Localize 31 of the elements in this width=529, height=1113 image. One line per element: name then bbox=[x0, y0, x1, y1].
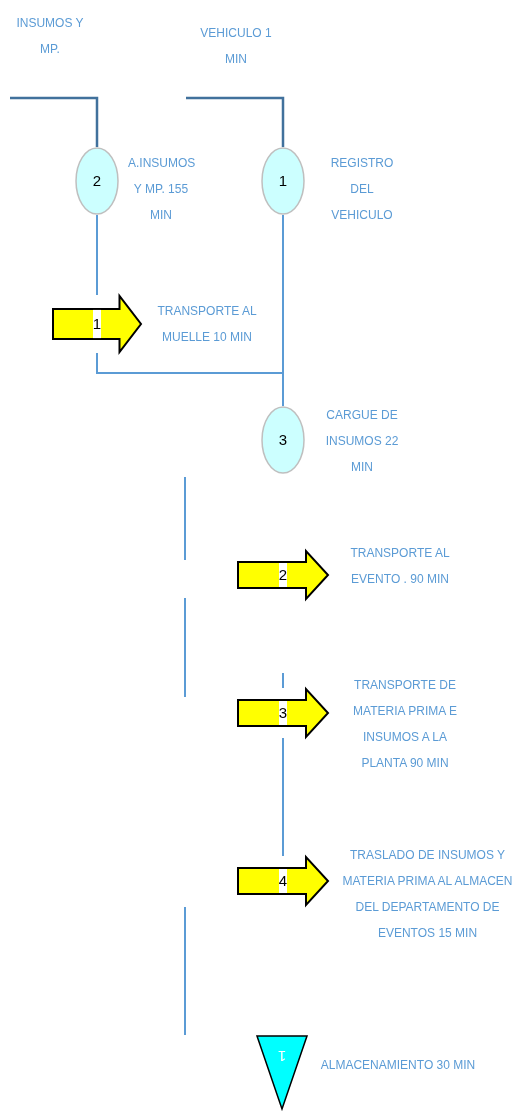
step-number: 2 bbox=[277, 566, 289, 584]
step-description: TRASLADO DE INSUMOS Y MATERIA PRIMA AL ALMACEN DEL DEPARTAMENTO DE EVENTOS 15 MIN bbox=[341, 847, 514, 942]
step-description: TRANSPORTE AL MUELLE 10 MIN bbox=[156, 303, 258, 346]
connector-line bbox=[282, 737, 284, 857]
operation-circle bbox=[75, 147, 119, 215]
step-number: 3 bbox=[277, 431, 289, 449]
input-label: INSUMOS Y MP. bbox=[15, 15, 85, 58]
operation-circle bbox=[261, 147, 305, 215]
step-number: 3 bbox=[277, 704, 289, 722]
connector-line bbox=[282, 214, 284, 407]
operation-circle bbox=[261, 406, 305, 474]
connector-line bbox=[10, 96, 99, 147]
input-label: VEHICULO 1 MIN bbox=[199, 25, 273, 68]
step-number: 1 bbox=[276, 1047, 288, 1065]
step-description: REGISTRO DEL VEHICULO bbox=[329, 155, 395, 224]
step-description: ALMACENAMIENTO 30 MIN bbox=[319, 1057, 477, 1074]
step-description: CARGUE DE INSUMOS 22 MIN bbox=[324, 407, 400, 476]
transport-arrow bbox=[237, 688, 329, 738]
connector-line bbox=[186, 96, 285, 147]
step-number: 1 bbox=[91, 315, 103, 333]
transport-arrow bbox=[237, 550, 329, 600]
storage-triangle bbox=[256, 1035, 308, 1110]
transport-arrow bbox=[237, 856, 329, 906]
step-description: TRANSPORTE AL EVENTO . 90 MIN bbox=[350, 545, 450, 588]
connector-line bbox=[96, 214, 98, 296]
step-number: 4 bbox=[277, 872, 289, 890]
step-number: 2 bbox=[91, 172, 103, 190]
step-description: A.INSUMOS Y MP. 155 MIN bbox=[128, 155, 194, 224]
step-number: 1 bbox=[277, 172, 289, 190]
step-description: TRANSPORTE DE MATERIA PRIMA E INSUMOS A LA PLANTA 90 MIN bbox=[352, 677, 458, 772]
transport-arrow bbox=[52, 295, 142, 353]
